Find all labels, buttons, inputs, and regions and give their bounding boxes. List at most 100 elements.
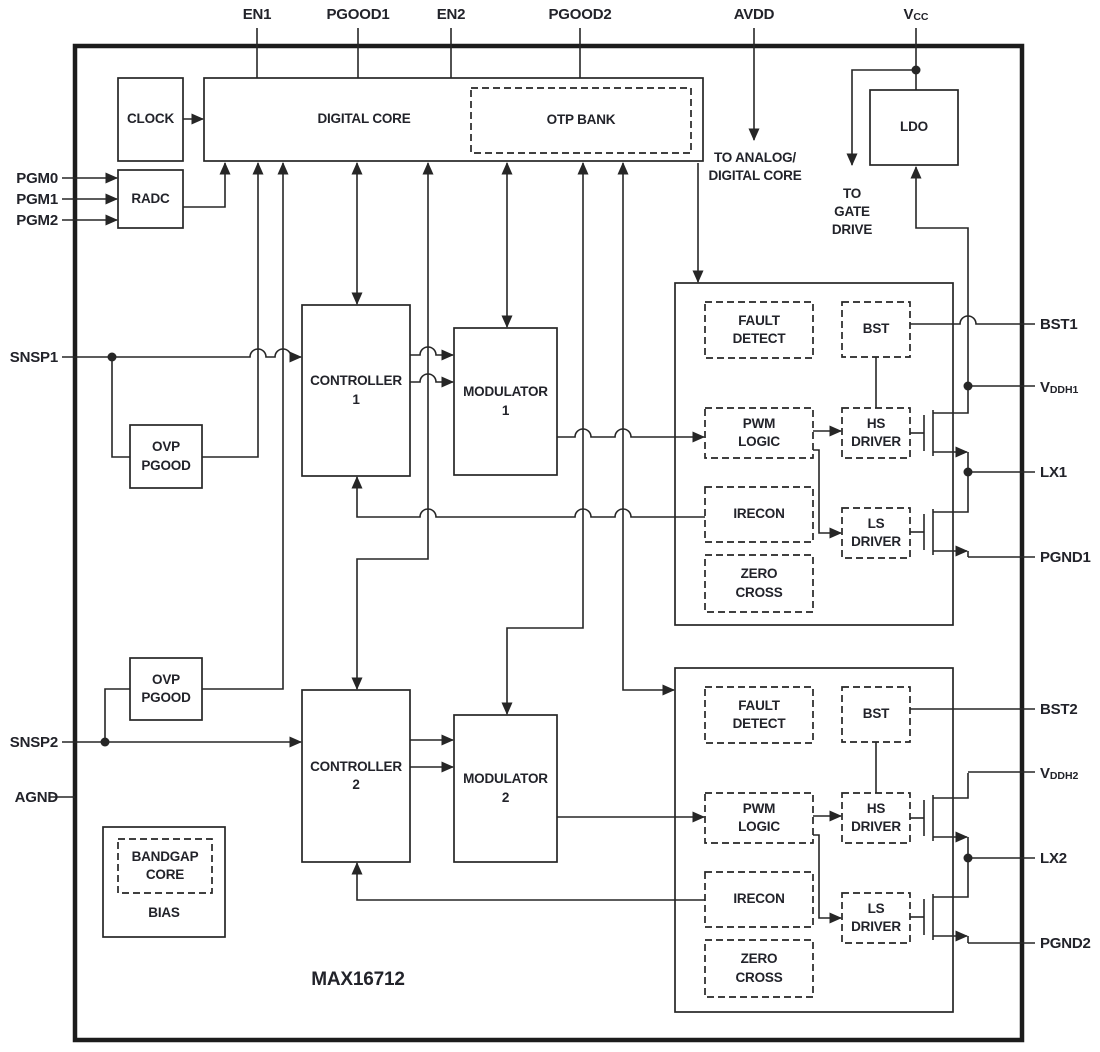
- wire-irecon1-c1: [351, 476, 705, 518]
- zero-cross2-label: ZERO CROSS: [735, 951, 783, 985]
- pwm-logic2-label: PWM LOGIC: [738, 800, 780, 834]
- radc-box: [117, 169, 184, 229]
- bias-label: BIAS: [148, 904, 180, 920]
- digital-core-label: DIGITAL CORE: [317, 111, 411, 127]
- zero-cross1-box: [704, 554, 814, 613]
- hs-driver2-label: HS DRIVER: [851, 800, 901, 834]
- ls-driver1-label: LS DRIVER: [851, 515, 901, 549]
- irecon1-label: IRECON: [733, 506, 785, 522]
- wire-snsp2-ovp2: [104, 688, 130, 742]
- pin-pgm0: PGM0: [16, 169, 58, 187]
- wire-ovp2-core: [202, 162, 289, 690]
- wire-snsp1-ovp1: [111, 357, 130, 458]
- junction-dot: [100, 737, 110, 747]
- zero-cross2-box: [704, 939, 814, 998]
- pin-snsp2: SNSP2: [9, 733, 58, 751]
- pin-en2: EN2: [436, 5, 466, 23]
- hs-driver1-label: HS DRIVER: [851, 415, 901, 449]
- irecon1-box: [704, 486, 814, 543]
- fault-detect2-label: FAULT DETECT: [732, 697, 786, 731]
- controller1-label: CONTROLLER 1: [310, 373, 402, 407]
- wire-pwm1-ls1: [813, 449, 842, 539]
- wire-to-gate-drive: [846, 69, 916, 166]
- wire-radc-core: [183, 162, 231, 208]
- otp-bank-label: OTP BANK: [546, 112, 616, 128]
- pin-lx1: LX1: [1040, 463, 1067, 481]
- wires: [50, 28, 1035, 944]
- mosfet-hs1-icon: [910, 387, 969, 472]
- pin-en1: EN1: [242, 5, 272, 23]
- ls-driver1-box: [841, 507, 911, 559]
- fault-detect1-label: FAULT DETECT: [732, 312, 786, 346]
- junction-dot: [963, 381, 973, 391]
- pin-pgood2: PGOOD2: [548, 5, 612, 23]
- controller2-box: [301, 689, 411, 863]
- wire-core-stage2: [617, 162, 675, 696]
- wire-snsp1: [62, 348, 302, 363]
- power-stage2-box: [674, 667, 954, 1013]
- avdd-destination-note: TO ANALOG/ DIGITAL CORE: [708, 149, 802, 183]
- junction-dot: [911, 65, 921, 75]
- pin-lx2: LX2: [1040, 849, 1067, 867]
- controller1-box: [301, 304, 411, 477]
- bst2-label: BST: [862, 706, 890, 722]
- wire-c1-m1-b: [410, 373, 454, 388]
- hs-driver1-box: [841, 407, 911, 459]
- wire-bst1-pin: [910, 315, 1035, 325]
- modulator2-label: MODULATOR 2: [463, 771, 548, 805]
- wire-core-modulator2: [501, 162, 589, 715]
- bias-box: [102, 826, 226, 938]
- otp-bank-box: [470, 87, 692, 154]
- mosfet-ls1-icon: [910, 473, 969, 557]
- bandgap-core-box: [117, 838, 213, 894]
- bst2-box: [841, 686, 911, 743]
- part-number: MAX16712: [311, 969, 405, 991]
- clock-label: CLOCK: [127, 111, 174, 127]
- pin-pgm1: PGM1: [16, 190, 58, 208]
- junction-dots: [100, 65, 973, 863]
- bandgap-core-label: BANDGAP CORE: [131, 848, 199, 882]
- junction-dot: [963, 853, 973, 863]
- pin-bst2: BST2: [1040, 700, 1078, 718]
- power-stage1-box: [674, 282, 954, 626]
- zero-cross1-label: ZERO CROSS: [735, 566, 783, 600]
- pwm-logic2-box: [704, 792, 814, 844]
- pin-avdd: AVDD: [733, 5, 775, 23]
- mosfet-hs2-icon: [910, 773, 969, 858]
- fault-detect2-box: [704, 686, 814, 744]
- pin-pgm2: PGM2: [16, 211, 58, 229]
- solid-blocks: [102, 77, 959, 1013]
- ovp-pgood1-box: [129, 424, 203, 489]
- pin-bst1: BST1: [1040, 315, 1078, 333]
- dashed-blocks: [117, 87, 911, 998]
- pin-pgnd1: PGND1: [1040, 548, 1091, 566]
- ovp-pgood2-label: OVP PGOOD: [141, 671, 191, 705]
- chip-outline: [72, 43, 1025, 1043]
- ldo-box: [869, 89, 959, 166]
- pwm-logic1-label: PWM LOGIC: [738, 415, 780, 449]
- pin-agnd: AGND: [14, 788, 59, 806]
- irecon2-box: [704, 871, 814, 928]
- ls-driver2-box: [841, 892, 911, 944]
- hs-driver2-box: [841, 792, 911, 844]
- controller2-label: CONTROLLER 2: [310, 758, 402, 792]
- vcc-destination-note: TO GATE DRIVE: [831, 185, 873, 238]
- junction-dot: [107, 352, 117, 362]
- wire-core-controller2: [351, 162, 434, 690]
- ovp-pgood1-label: OVP PGOOD: [141, 439, 191, 473]
- mosfet-ls2-icon: [910, 859, 969, 943]
- pin-snsp1: SNSP1: [9, 348, 58, 366]
- modulator2-box: [453, 714, 558, 863]
- junction-dot: [963, 467, 973, 477]
- fault-detect1-box: [704, 301, 814, 359]
- modulator1-box: [453, 327, 558, 476]
- ldo-label: LDO: [900, 119, 928, 135]
- pin-pgood1: PGOOD1: [326, 5, 390, 23]
- irecon2-label: IRECON: [733, 891, 785, 907]
- ovp-pgood2-box: [129, 657, 203, 721]
- radc-label: RADC: [131, 190, 170, 206]
